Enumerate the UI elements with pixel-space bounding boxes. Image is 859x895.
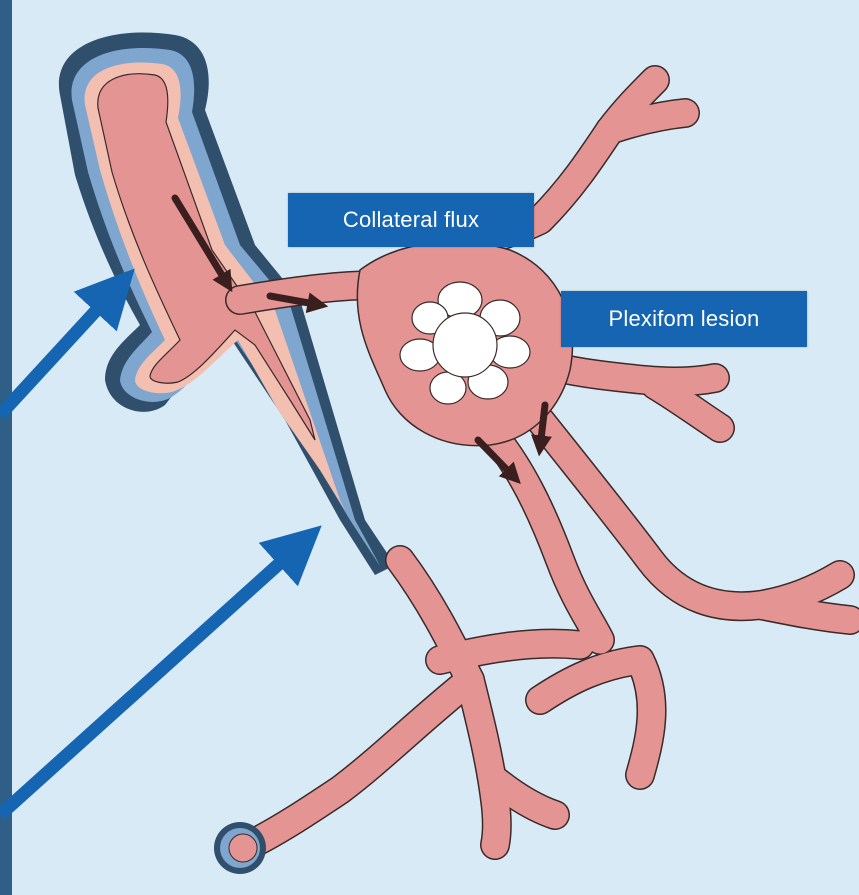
flow-arrow-4 — [540, 405, 545, 448]
blue-pointer-arrow-lower — [0, 545, 300, 815]
blue-pointer-arrow-upper — [0, 290, 115, 415]
collateral-flux-label: Collateral flux — [288, 193, 534, 247]
plexiform-lesion-label: Plexifom lesion — [561, 291, 807, 347]
terminal-bulb — [214, 822, 266, 874]
